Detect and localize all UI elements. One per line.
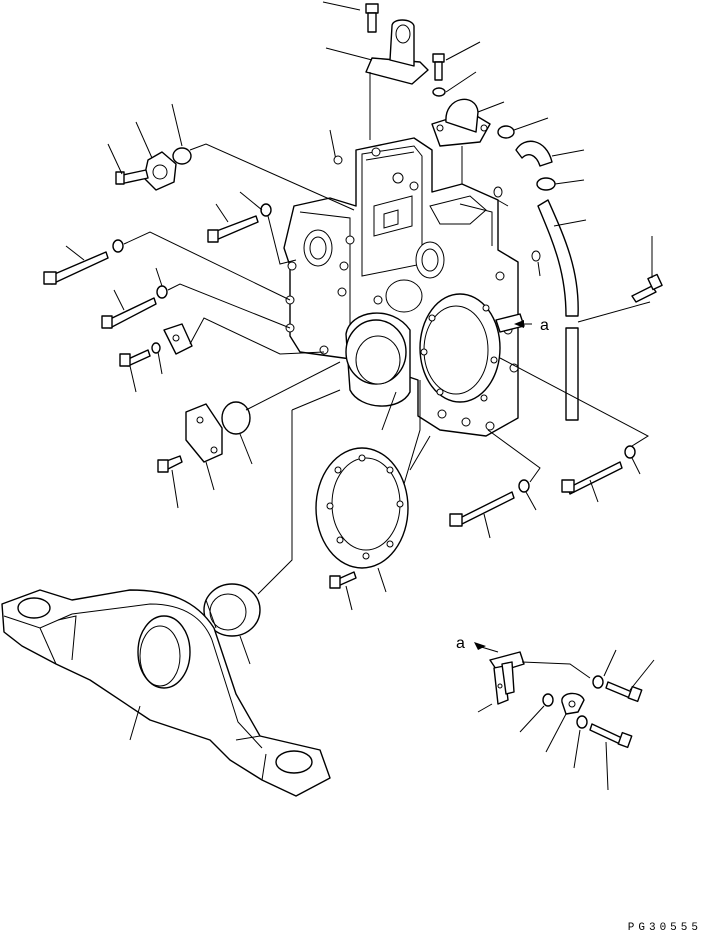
detail-arrow-icon [474, 642, 486, 650]
detail-bracket [489, 651, 525, 705]
detail-washer [576, 715, 588, 729]
cover-plate-mid [185, 403, 223, 463]
leader-bracket [325, 47, 373, 61]
hose-clamp [497, 125, 515, 139]
outlet-housing [431, 98, 491, 147]
cover-plate-top [143, 151, 177, 191]
bolt-row-3 [101, 285, 168, 329]
hose-clamp-2 [536, 177, 556, 191]
bolt-right-long-1 [449, 479, 530, 527]
bolt-row-2 [43, 239, 124, 285]
detail-washer-2 [592, 675, 604, 689]
lifting-eye-bracket [365, 19, 429, 85]
detail-bolt-2 [589, 723, 633, 749]
leader-top-bolt [322, 1, 361, 11]
bolt-mid-left [157, 455, 183, 473]
bolt-lower-mid [329, 571, 357, 589]
detail-spacer [542, 693, 554, 707]
view-label-a: a [540, 317, 549, 334]
oil-seal [203, 583, 261, 637]
arrow-a-icon [514, 320, 524, 328]
detail-label-a: a [456, 635, 465, 652]
equalizer-bar [1, 589, 331, 797]
flange-gasket [315, 447, 409, 569]
breather-hose [537, 199, 579, 421]
small-plate [163, 323, 193, 355]
detail-clip [561, 692, 585, 715]
gear-case-housing [283, 137, 525, 437]
elbow-hose [515, 140, 553, 167]
o-ring-top [172, 147, 192, 165]
bolt-row-1 [207, 203, 272, 243]
top-bolt [365, 3, 379, 33]
right-bolt [631, 273, 663, 303]
drawing-code: PG30555 [627, 922, 702, 934]
bolt-top-left [115, 169, 149, 185]
o-ring-mid [221, 401, 251, 435]
bracket-bolt [432, 53, 446, 97]
detail-bolt-1 [605, 681, 643, 703]
bolt-row-4 [119, 342, 161, 367]
bolt-right-long-2 [561, 445, 636, 495]
